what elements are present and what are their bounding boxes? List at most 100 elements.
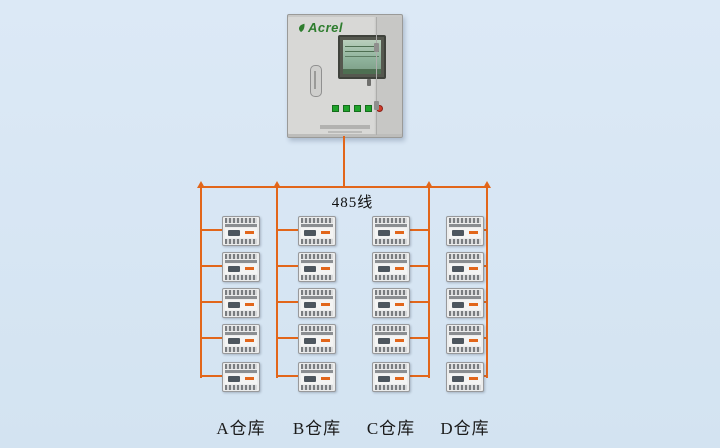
wire-drop bbox=[276, 186, 278, 378]
terminal-strip bbox=[449, 254, 481, 259]
lcd-display bbox=[452, 230, 464, 236]
accent-stripe bbox=[395, 377, 404, 380]
accent-stripe bbox=[395, 231, 404, 234]
wire-stub bbox=[276, 265, 300, 267]
wire-stub bbox=[482, 337, 488, 339]
terminal-strip bbox=[301, 311, 333, 316]
terminal-strip bbox=[301, 218, 333, 223]
hmi-screen bbox=[338, 35, 386, 79]
device-band bbox=[301, 296, 333, 299]
lcd-display bbox=[378, 338, 390, 344]
terminal-strip bbox=[449, 326, 481, 331]
device-face bbox=[301, 228, 333, 238]
meter-device bbox=[446, 216, 484, 246]
warehouse-label: C仓库 bbox=[366, 419, 416, 438]
accent-stripe bbox=[245, 231, 254, 234]
device-band bbox=[225, 260, 257, 263]
control-cabinet: Acrel bbox=[287, 14, 403, 138]
green-button bbox=[365, 105, 372, 112]
door-seam bbox=[376, 17, 377, 135]
device-face bbox=[375, 374, 407, 384]
green-button bbox=[343, 105, 350, 112]
terminal-strip bbox=[301, 347, 333, 352]
accent-stripe bbox=[321, 339, 330, 342]
hinge bbox=[374, 101, 379, 110]
terminal-strip bbox=[375, 275, 407, 280]
terminal-strip bbox=[301, 385, 333, 390]
meter-device bbox=[372, 252, 410, 282]
device-band bbox=[375, 332, 407, 335]
terminal-strip bbox=[225, 385, 257, 390]
device-face bbox=[225, 228, 257, 238]
meter-device bbox=[298, 216, 336, 246]
wire-drop bbox=[200, 186, 202, 378]
terminal-strip bbox=[375, 347, 407, 352]
wire-stub bbox=[200, 301, 224, 303]
accent-stripe bbox=[245, 339, 254, 342]
device-face bbox=[225, 264, 257, 274]
device-face bbox=[449, 228, 481, 238]
terminal-strip bbox=[449, 364, 481, 369]
meter-device bbox=[446, 362, 484, 392]
lcd-display bbox=[304, 338, 316, 344]
meter-device bbox=[372, 362, 410, 392]
terminal-strip bbox=[449, 290, 481, 295]
device-face bbox=[301, 336, 333, 346]
terminal-strip bbox=[449, 218, 481, 223]
terminal-strip bbox=[449, 347, 481, 352]
lcd-display bbox=[452, 302, 464, 308]
leaf-icon bbox=[298, 23, 305, 32]
door-lock bbox=[367, 79, 371, 86]
accent-stripe bbox=[245, 377, 254, 380]
device-face bbox=[301, 374, 333, 384]
device-band bbox=[301, 260, 333, 263]
lcd-display bbox=[228, 266, 240, 272]
wire-stem bbox=[343, 136, 345, 187]
lcd-display bbox=[452, 338, 464, 344]
terminal-strip bbox=[375, 290, 407, 295]
wire-stub bbox=[200, 265, 224, 267]
terminal-strip bbox=[225, 275, 257, 280]
terminal-strip bbox=[375, 364, 407, 369]
arrow-up-icon bbox=[483, 181, 491, 188]
accent-stripe bbox=[469, 303, 478, 306]
device-band bbox=[225, 296, 257, 299]
device-face bbox=[225, 300, 257, 310]
device-band bbox=[225, 370, 257, 373]
lcd-display bbox=[378, 302, 390, 308]
terminal-strip bbox=[449, 275, 481, 280]
device-face bbox=[449, 264, 481, 274]
warehouse-column-c: C仓库 bbox=[367, 181, 433, 438]
arrow-up-icon bbox=[273, 181, 281, 188]
device-face bbox=[375, 264, 407, 274]
lcd-display bbox=[304, 302, 316, 308]
meter-device bbox=[222, 324, 260, 354]
device-stack bbox=[276, 186, 336, 438]
lcd-display bbox=[304, 230, 316, 236]
device-band bbox=[449, 332, 481, 335]
terminal-strip bbox=[225, 254, 257, 259]
meter-device bbox=[222, 362, 260, 392]
terminal-strip bbox=[225, 326, 257, 331]
accent-stripe bbox=[469, 339, 478, 342]
device-band bbox=[449, 370, 481, 373]
terminal-strip bbox=[301, 364, 333, 369]
wire-stub bbox=[276, 229, 300, 231]
accent-stripe bbox=[245, 303, 254, 306]
accent-stripe bbox=[395, 267, 404, 270]
device-band bbox=[449, 260, 481, 263]
device-face bbox=[301, 264, 333, 274]
terminal-strip bbox=[225, 218, 257, 223]
device-band bbox=[449, 224, 481, 227]
bus-label: 485线 bbox=[331, 195, 374, 211]
terminal-strip bbox=[301, 254, 333, 259]
wire-stub bbox=[408, 337, 430, 339]
wire-drop bbox=[428, 186, 430, 378]
accent-stripe bbox=[395, 303, 404, 306]
device-face bbox=[449, 374, 481, 384]
accent-stripe bbox=[245, 267, 254, 270]
wire-stub bbox=[200, 229, 224, 231]
wire-stub bbox=[276, 337, 300, 339]
wire-stub bbox=[200, 337, 224, 339]
